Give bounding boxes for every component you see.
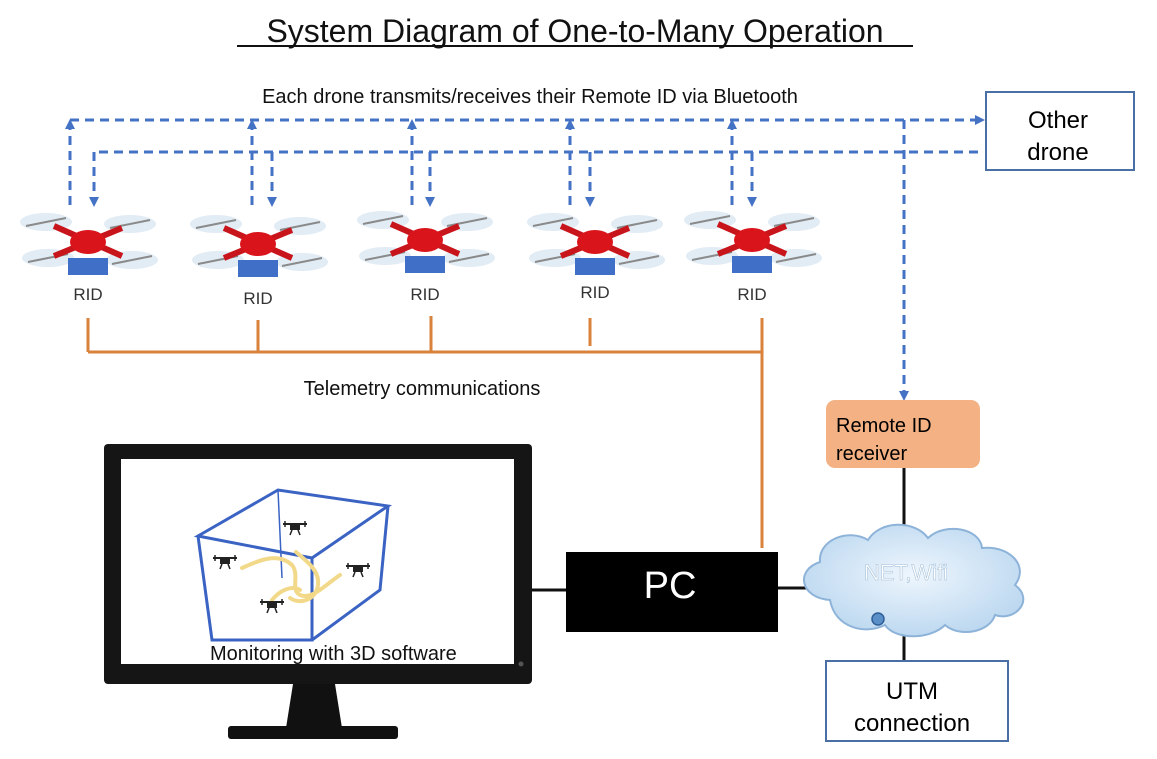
other-drone-label-line2: drone <box>1027 139 1088 166</box>
telemetry-label: Telemetry communications <box>304 378 541 400</box>
receiver-label-line2: receiver <box>836 443 907 465</box>
remote-id-receiver: Remote ID receiver <box>826 400 980 468</box>
network-node-icon <box>871 612 885 626</box>
pc-box: PC <box>566 552 778 632</box>
drone-icon: RID <box>20 213 158 304</box>
rid-module <box>68 258 108 275</box>
monitor-stand <box>286 684 342 728</box>
mini-drone-icon <box>260 599 284 614</box>
network-cloud: NET,Wifi <box>803 523 1025 638</box>
drone-icon: RID <box>684 211 822 304</box>
rid-module <box>405 256 445 273</box>
rid-label: RID <box>410 285 439 304</box>
mini-drone-icon <box>346 563 370 578</box>
monitor-power-icon <box>518 661 524 667</box>
utm-connection-box: UTM connection <box>825 660 1009 742</box>
flight-paths <box>240 550 342 604</box>
mini-drones <box>213 521 370 614</box>
drone-icon: RID <box>190 215 328 308</box>
bluetooth-label: Each drone transmits/receives their Remo… <box>262 86 798 108</box>
other-drone-label-line1: Other <box>1028 107 1088 134</box>
monitor: Monitoring with 3D software <box>104 444 532 739</box>
other-drone-box: Other drone <box>985 91 1135 171</box>
pc-label: PC <box>644 565 697 607</box>
telemetry-links <box>86 316 764 548</box>
rid-module <box>238 260 278 277</box>
rid-label: RID <box>243 289 272 308</box>
drone-icon: RID <box>527 213 665 302</box>
3d-cube-icon <box>193 488 393 642</box>
cloud-label: NET,Wifi <box>864 560 948 585</box>
bluetooth-links <box>65 115 985 401</box>
utm-label-line1: UTM <box>886 678 938 705</box>
monitor-label: Monitoring with 3D software <box>210 643 457 665</box>
receiver-label-line1: Remote ID <box>836 415 932 437</box>
rid-label: RID <box>580 283 609 302</box>
diagram-title: System Diagram of One-to-Many Operation <box>266 13 883 49</box>
rid-label: RID <box>73 285 102 304</box>
mini-drone-icon <box>213 555 237 570</box>
rid-module <box>732 256 772 273</box>
rid-module <box>575 258 615 275</box>
drone-group: RID RID RID RID RID <box>20 211 822 308</box>
utm-label-line2: connection <box>854 710 970 737</box>
drone-icon: RID <box>357 211 495 304</box>
mini-drone-icon <box>283 521 307 536</box>
rid-label: RID <box>737 285 766 304</box>
